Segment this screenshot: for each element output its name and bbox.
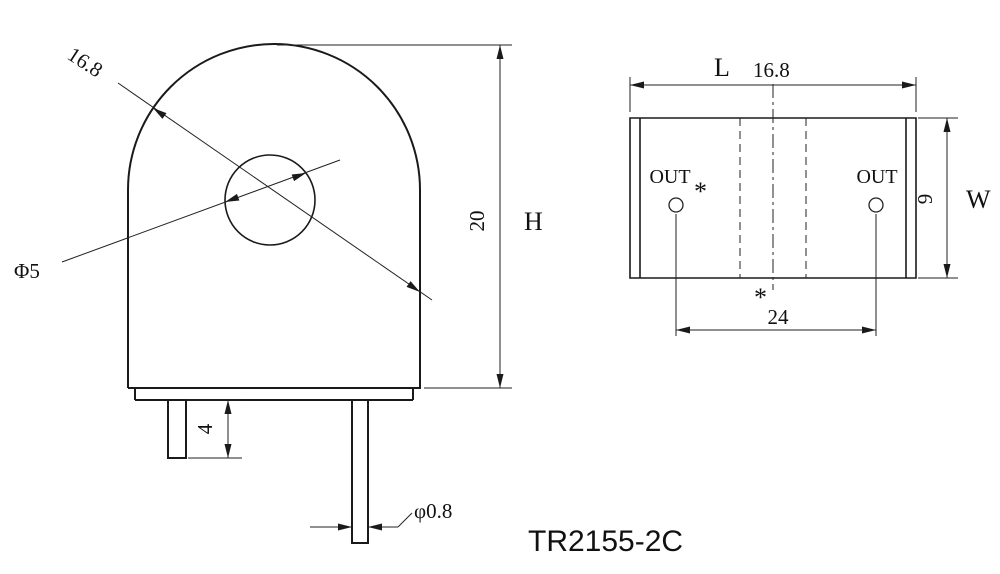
dim-length: L 16.8 (629, 53, 917, 112)
dim-length-value: 16.8 (753, 58, 790, 82)
dim-hole-diameter-label: Φ5 (14, 259, 40, 283)
side-pin-left (668, 197, 684, 213)
dim-width-value: 9 (913, 194, 937, 205)
front-view: 16.8 Φ5 20 H 4 (14, 42, 543, 544)
front-base-flange (134, 388, 414, 401)
drawing-title: TR2155-2C (528, 525, 683, 558)
front-pin-left (167, 400, 187, 459)
side-dashed-lines (739, 118, 807, 278)
dim-pin-diameter: φ0.8 (310, 499, 452, 531)
front-hole (224, 154, 316, 246)
dim-length-letter: L (714, 53, 730, 82)
asterisk-bottom: * (754, 283, 767, 312)
side-body-outline (629, 117, 917, 279)
side-view: OUT OUT * L 16.8 9 W (629, 53, 991, 336)
dim-pin-spacing: * 24 (675, 214, 877, 336)
front-pin-right (351, 400, 369, 544)
dim-width: 9 W (913, 117, 991, 279)
dim-hole-diameter: Φ5 (14, 159, 341, 283)
label-out-right: OUT (856, 166, 897, 188)
label-out-left: OUT (649, 166, 690, 188)
dim-pin-diameter-label: φ0.8 (414, 499, 452, 523)
front-body-outline (127, 43, 421, 389)
dim-height: 20 H (277, 44, 543, 389)
side-pin-right (868, 197, 884, 213)
asterisk-top: * (694, 177, 707, 206)
dim-core-width: 16.8 (63, 42, 433, 301)
dim-height-value: 20 (465, 211, 489, 232)
dim-width-letter: W (966, 185, 991, 214)
dim-pin-length-label: 4 (193, 423, 217, 434)
dim-pin-spacing-label: 24 (768, 305, 790, 329)
dim-pin-length: 4 (188, 399, 242, 459)
dim-height-letter: H (524, 207, 543, 236)
dim-core-width-label: 16.8 (63, 42, 107, 82)
